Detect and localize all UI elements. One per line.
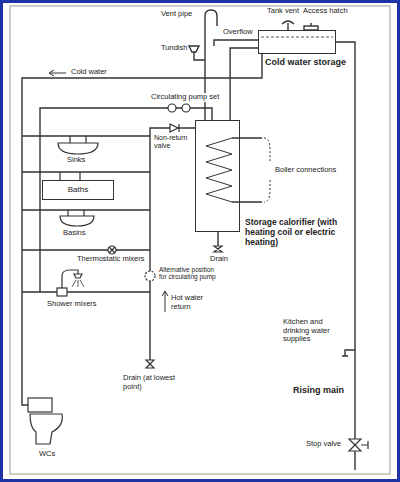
frame [10, 6, 390, 474]
fixture-label: Shower mixers [46, 300, 98, 309]
pipework [189, 46, 199, 52]
fittings [109, 247, 115, 253]
fitting-label: Tank vent [266, 7, 300, 16]
calorifier-cylinder: Storage calorifier (with heating coil or… [195, 120, 240, 232]
node-text: Storage calorifier (with heating coil or… [245, 218, 345, 247]
sanitary-fittings [60, 216, 94, 226]
pipe-label: Hot water return [170, 294, 216, 311]
pipework [342, 350, 355, 356]
sanitary-fittings [28, 398, 52, 412]
fitting-label: Tundish [160, 44, 188, 53]
fittings [214, 246, 222, 252]
bath-fixture: Baths [42, 180, 114, 200]
pipework [22, 136, 150, 292]
pipework [282, 21, 294, 30]
pipe-label: Cold water [70, 68, 108, 77]
sanitary-fittings [68, 210, 84, 216]
fitting-label: Drain (at lowest point) [122, 374, 188, 391]
fitting-label: Thermostatic mixers [76, 255, 146, 264]
sanitary-fittings [30, 414, 62, 444]
note-label: Alternative position for circulating pum… [158, 266, 222, 281]
fittings [361, 441, 368, 449]
pipework [310, 23, 311, 26]
pipework [205, 10, 217, 120]
sanitary-fittings [70, 136, 86, 143]
fittings [178, 124, 179, 132]
flow-arrows [49, 70, 66, 76]
pipe-label: Boiler connections [274, 166, 337, 175]
pipework [22, 10, 355, 470]
pipe-label: Rising main [292, 385, 345, 395]
fittings [170, 124, 178, 132]
pipework [336, 42, 355, 470]
node-text: Cold water storage [265, 57, 341, 67]
pipework [261, 37, 333, 38]
sanitary-fittings [58, 143, 98, 154]
fixture-label: WCs [38, 450, 56, 459]
fixture-label: Basins [62, 229, 87, 238]
heating-coil [264, 138, 270, 202]
sanitary-fittings [28, 136, 98, 444]
fitting-label: Drain [209, 255, 229, 264]
flow-arrows [162, 291, 168, 312]
fittings [349, 439, 361, 451]
flow-arrows [49, 70, 168, 312]
pipework [214, 40, 258, 46]
fittings [145, 271, 155, 281]
fitting-label: Stop valve [305, 440, 342, 449]
sanitary-fittings [72, 280, 84, 287]
node-text: Baths [68, 185, 88, 194]
fitting-label: Circulating pump set [150, 93, 220, 102]
pipework [194, 52, 205, 60]
pipe-label: Vent pipe [160, 10, 193, 19]
storage-tank: Cold water storage [258, 30, 336, 54]
fitting-label: Non-return valve [153, 134, 195, 150]
pipe-label: Kitchen and drinking water supplies [282, 318, 346, 344]
pipework [217, 232, 218, 246]
sanitary-fittings [60, 172, 80, 180]
pipework [22, 54, 262, 405]
heating-coil [206, 138, 232, 202]
fittings [168, 104, 176, 112]
sanitary-fittings [62, 270, 78, 288]
fixture-label: Sinks [66, 156, 86, 165]
pipework [150, 128, 195, 368]
heating-coil [206, 138, 270, 202]
pipe-label: Overflow [222, 28, 254, 37]
fittings [182, 104, 190, 112]
fittings [108, 246, 116, 254]
pipework [232, 138, 262, 202]
pipe-connector [230, 48, 258, 120]
fittings [57, 288, 67, 296]
fitting-label: Access hatch [302, 7, 349, 16]
fittings [146, 360, 154, 368]
fittings [57, 104, 368, 451]
sanitary-fittings [74, 274, 82, 278]
